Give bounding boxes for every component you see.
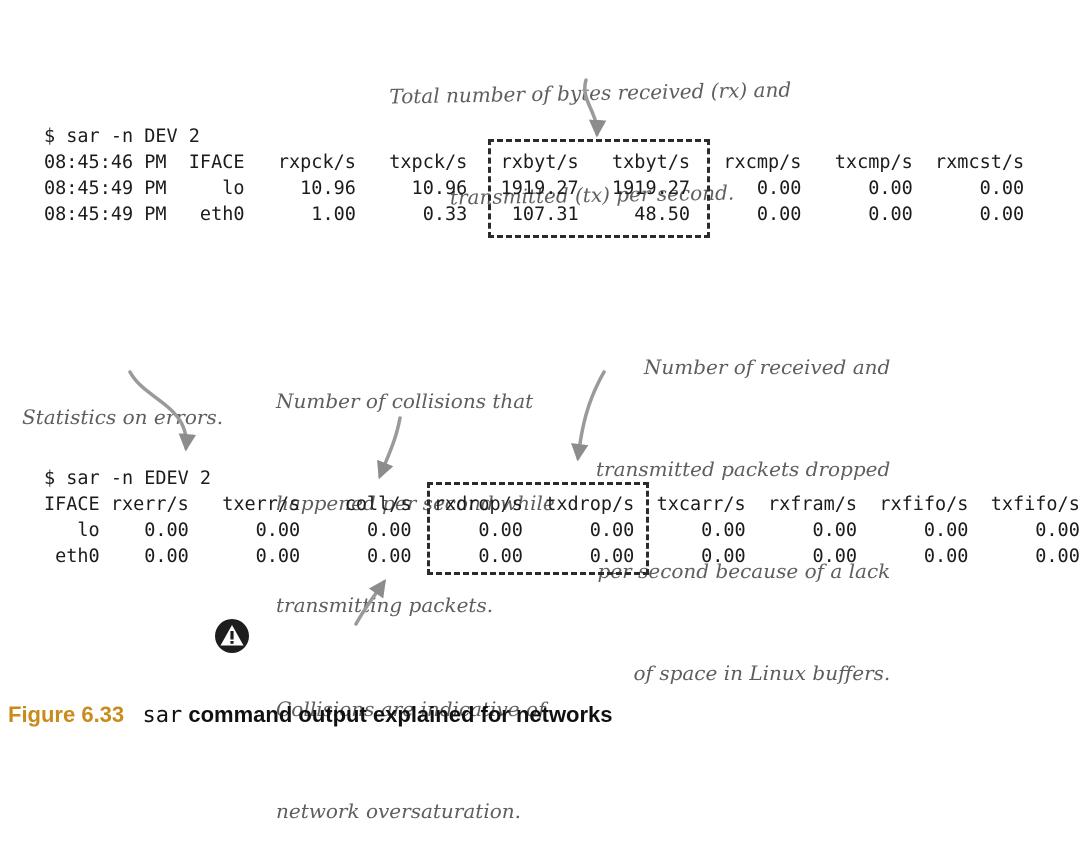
annotation-dropped: Number of received and transmitted packe… [596, 282, 890, 724]
annotation-line: Collisions are indicative of [276, 697, 546, 721]
annotation-line: per second because of a lack [597, 559, 891, 583]
caption-text: command output explained for networks [188, 702, 613, 727]
annotation-errors: Statistics on errors. [22, 332, 223, 468]
annotation-collisions: Number of collisions that happened per s… [276, 316, 555, 656]
terminal-line: eth0 0.00 0.00 0.00 0.00 0.00 0.00 0.00 … [44, 546, 1080, 567]
bytes-arrow [583, 78, 607, 138]
annotation-arrows [128, 78, 607, 626]
annotation-line: Number of collisions that [276, 389, 534, 413]
errors-arrow [128, 370, 197, 452]
annotation-line: network oversaturation. [276, 799, 521, 823]
annotation-line: Statistics on errors. [22, 405, 224, 429]
figure-caption: Figure 6.33 sar command output explained… [8, 700, 613, 731]
annotation-line: Number of received and [643, 355, 891, 379]
sar-dev-output: $ sar -n DEV 2 08:45:46 PM IFACE rxpck/s … [44, 124, 1024, 228]
terminal-line: IFACE rxerr/s txerr/s coll/s rxdrop/s tx… [44, 494, 1080, 515]
annotation-line: transmitted packets dropped [596, 457, 891, 481]
drops-highlight-box [427, 482, 649, 575]
warning-icon [215, 619, 249, 653]
sar-edev-output: $ sar -n EDEV 2 IFACE rxerr/s txerr/s col… [44, 466, 1080, 570]
terminal-line: 08:45:49 PM lo 10.96 10.96 1919.27 1919.… [44, 178, 1025, 199]
terminal-line: lo 0.00 0.00 0.00 0.00 0.00 0.00 0.00 0.… [44, 520, 1080, 541]
caption-command: sar [142, 703, 183, 728]
terminal-line: 08:45:46 PM IFACE rxpck/s txpck/s rxbyt/… [44, 152, 1025, 173]
terminal-line: 08:45:49 PM eth0 1.00 0.33 107.31 48.50 … [44, 204, 1025, 225]
bytes-highlight-box [488, 139, 710, 238]
annotation-line: happened per second while [276, 491, 555, 515]
collisions-arrow [377, 416, 402, 480]
terminal-line: $ sar -n EDEV 2 [44, 468, 212, 489]
annotation-line: transmitting packets. [276, 593, 494, 617]
annotation-line: of space in Linux buffers. [633, 661, 891, 685]
figure-label: Figure 6.33 [8, 702, 125, 727]
warning-arrow [354, 579, 386, 626]
dropped-arrow [570, 370, 606, 462]
terminal-line: $ sar -n DEV 2 [44, 126, 200, 147]
